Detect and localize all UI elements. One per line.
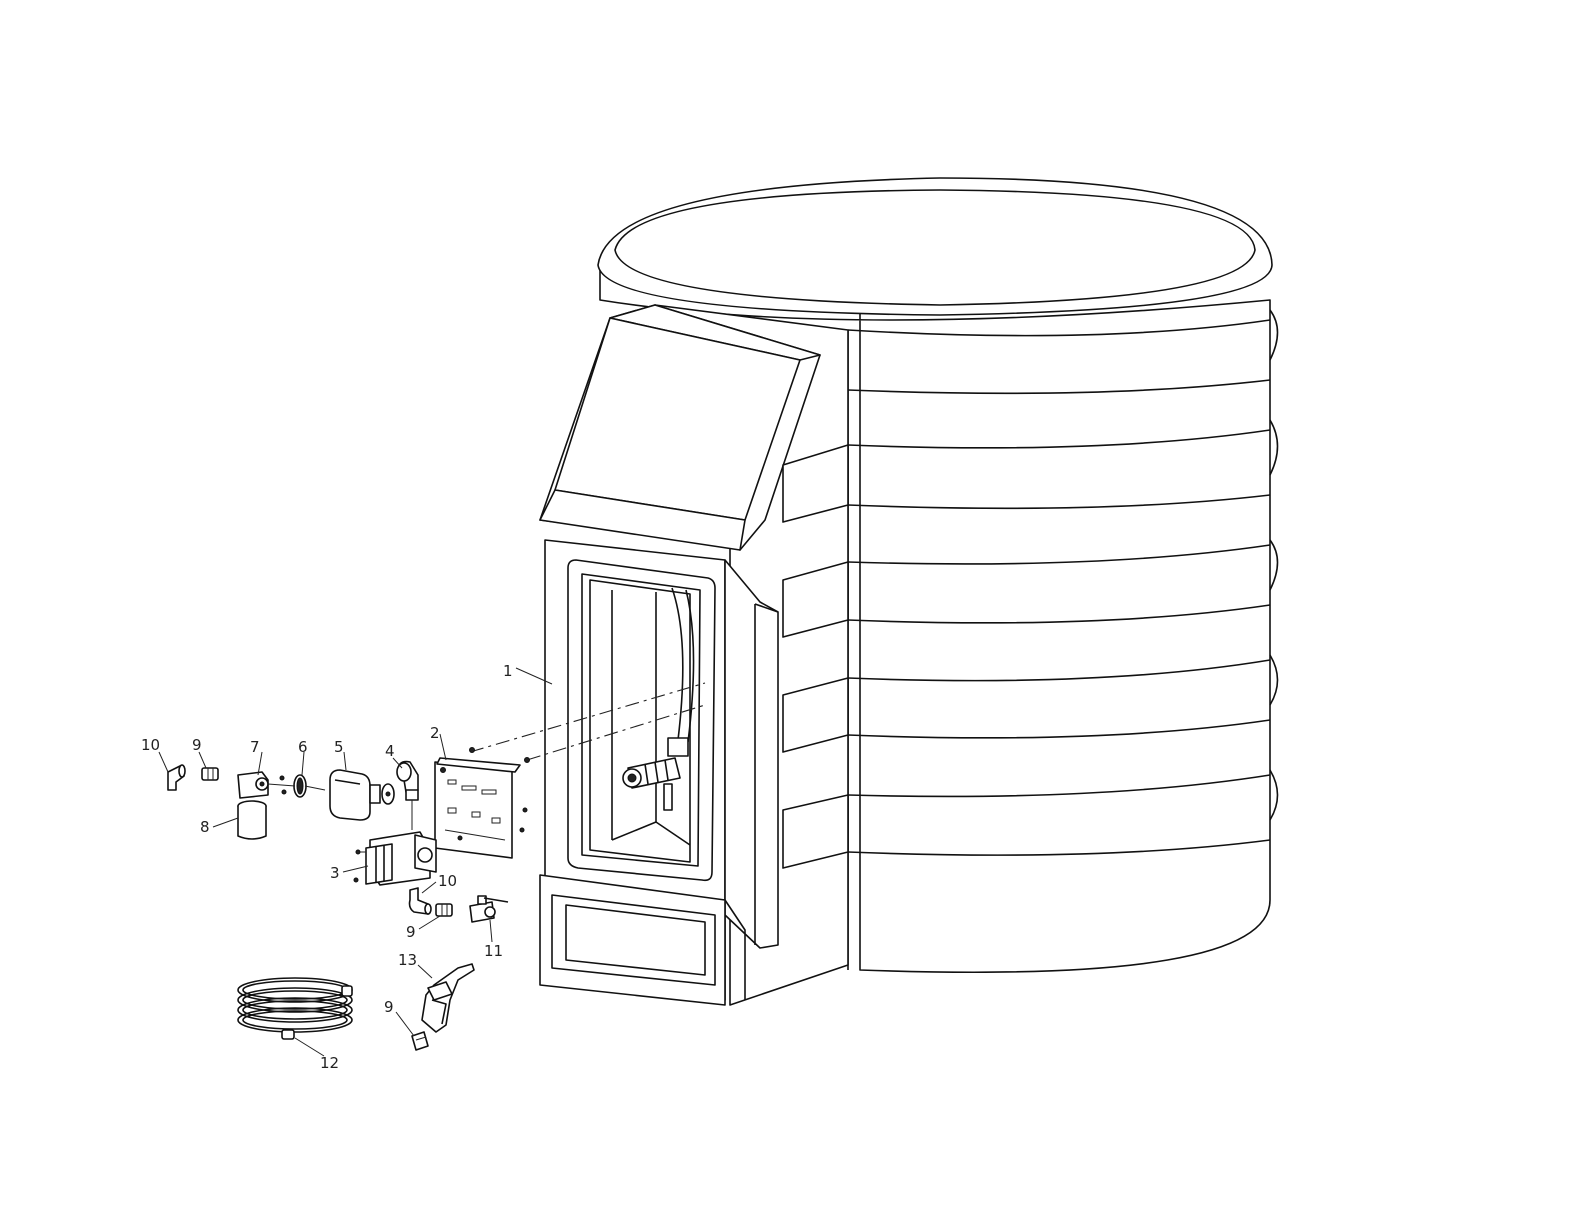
callout-3: 3 <box>330 864 340 882</box>
elbow-fitting <box>396 760 419 830</box>
leader-lines <box>158 667 553 1057</box>
elbow-top-left <box>167 764 186 791</box>
nozzle-swivel <box>411 1031 429 1051</box>
coiled-hose <box>237 977 353 1040</box>
callout-9-nozzle: 9 <box>384 998 394 1016</box>
callout-labels: 1 2 3 4 5 6 7 8 9 10 10 9 11 13 9 12 <box>141 662 513 1072</box>
callout-7: 7 <box>250 738 260 756</box>
callout-10-lower: 10 <box>438 872 457 890</box>
callout-6: 6 <box>298 738 308 756</box>
callout-11: 11 <box>484 942 503 960</box>
callout-12: 12 <box>320 1054 339 1072</box>
callout-9-top: 9 <box>192 736 202 754</box>
callout-9-lower: 9 <box>406 923 416 941</box>
nipple-lower <box>435 903 453 917</box>
callout-13: 13 <box>398 951 417 969</box>
fuel-nozzle <box>421 963 475 1033</box>
callout-1: 1 <box>503 662 513 680</box>
pump <box>353 831 437 886</box>
callout-4: 4 <box>385 742 395 760</box>
flow-meter <box>329 769 395 821</box>
callout-8: 8 <box>200 818 210 836</box>
elbow-lower <box>408 887 432 915</box>
callout-5: 5 <box>334 738 344 756</box>
nipple-top <box>201 767 219 781</box>
callout-2: 2 <box>430 724 440 742</box>
callout-10-top: 10 <box>141 736 160 754</box>
strainer <box>293 774 326 798</box>
filter-head <box>237 771 296 799</box>
filter-cartridge <box>237 800 267 840</box>
tank <box>539 177 1279 1006</box>
mounting-plate <box>434 747 530 859</box>
ball-valve <box>469 895 509 923</box>
